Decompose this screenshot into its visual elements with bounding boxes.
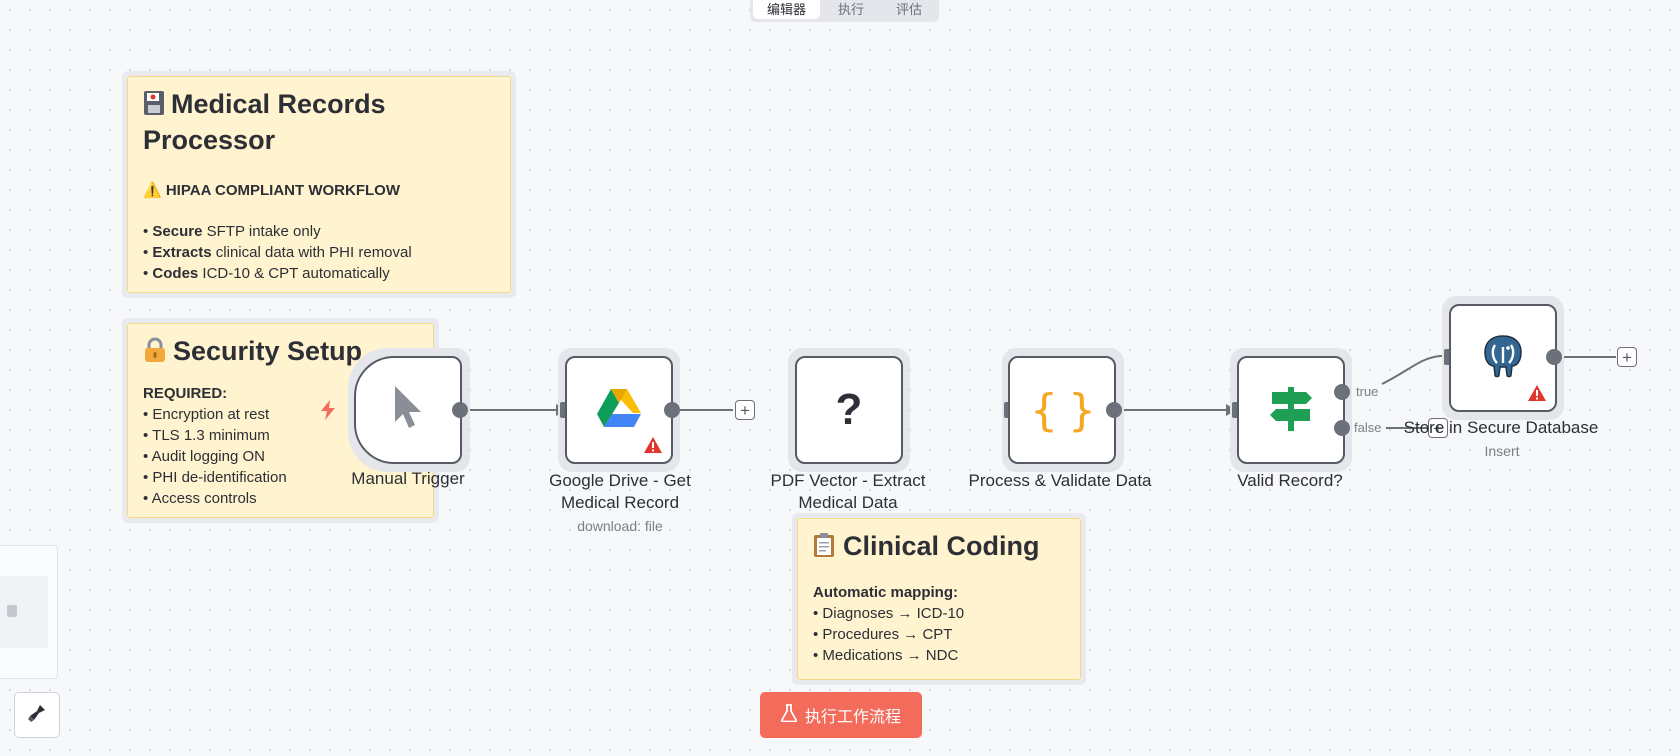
note-title: Medical Records Processor: [143, 86, 495, 158]
mapping-heading: Automatic mapping:: [813, 584, 958, 601]
left-panel-handle[interactable]: [7, 605, 17, 617]
add-node-after-gdrive-button[interactable]: +: [735, 400, 755, 420]
lock-icon: [143, 336, 167, 362]
signpost-icon: [1268, 385, 1314, 436]
node-valid-record[interactable]: [1237, 356, 1345, 464]
edge-label-false: false: [1354, 420, 1382, 435]
edge-true-postgres: [1381, 355, 1448, 385]
note-bullet: • Audit logging ON: [143, 448, 265, 465]
node-label-store-database: Store in Secure Database: [1403, 418, 1599, 437]
gdrive-output-port[interactable]: [664, 402, 680, 418]
postgres-input-port[interactable]: [1444, 349, 1452, 365]
warning-icon: [643, 436, 663, 454]
add-node-after-postgres-button[interactable]: +: [1617, 347, 1637, 367]
postgres-output-port[interactable]: [1546, 349, 1562, 365]
note-body: ⚠️ HIPAA COMPLIANT WORKFLOW • Secure SFT…: [143, 180, 495, 284]
node-subtitle-google-drive: download: file: [577, 518, 663, 534]
note-bullet: • Secure SFTP intake only: [143, 223, 321, 240]
hipaa-warning: ⚠️ HIPAA COMPLIANT WORKFLOW: [143, 182, 400, 199]
flask-icon: [780, 703, 798, 727]
node-label-process-validate: Process & Validate Data: [968, 471, 1152, 490]
note-bullet: • Encryption at rest: [143, 406, 270, 423]
sticky-note-medical-records[interactable]: Medical Records Processor ⚠️ HIPAA COMPL…: [122, 71, 516, 298]
node-label-valid-record: Valid Record?: [1237, 471, 1343, 490]
google-drive-icon: [596, 388, 642, 433]
tab-editor[interactable]: 编辑器: [753, 0, 821, 19]
if-input-port[interactable]: [1232, 402, 1240, 418]
note-bullet: • PHI de-identification: [143, 469, 287, 486]
edge-label-true: true: [1356, 384, 1379, 399]
trigger-output-port[interactable]: [452, 402, 468, 418]
postgres-elephant-icon: [1481, 333, 1525, 384]
node-label-pdf-vector: PDF Vector - Extract Medical Data: [770, 471, 926, 512]
clipboard-icon: [813, 531, 835, 557]
node-label-google-drive: Google Drive - Get Medical Record: [549, 471, 691, 512]
required-heading: REQUIRED:: [143, 385, 228, 402]
note-bullet: • Procedures → CPT: [813, 626, 953, 643]
code-braces-icon: { }: [1030, 384, 1096, 436]
execute-workflow-label: 执行工作流程: [804, 709, 901, 726]
note-title: Clinical Coding: [813, 528, 1065, 564]
note-bullet: • Extracts clinical data with PHI remova…: [143, 244, 412, 261]
code-output-port[interactable]: [1106, 402, 1122, 418]
if-true-port[interactable]: [1334, 384, 1350, 400]
if-false-port[interactable]: [1334, 420, 1350, 436]
node-pdf-vector[interactable]: ?: [795, 356, 903, 464]
note-bullet: • TLS 1.3 minimum: [143, 427, 270, 444]
warning-icon: [1527, 384, 1547, 402]
note-body: Automatic mapping: • Diagnoses → ICD-10 …: [813, 582, 1065, 666]
add-node-after-false-button[interactable]: +: [1428, 418, 1448, 438]
gdrive-input-port[interactable]: [560, 402, 568, 418]
note-body: REQUIRED: • Encryption at rest • TLS 1.3…: [143, 383, 418, 509]
left-side-panel: [0, 545, 58, 679]
node-process-validate[interactable]: { }: [1008, 356, 1116, 464]
sticky-note-clinical-coding[interactable]: Clinical Coding Automatic mapping: • Dia…: [792, 513, 1086, 685]
cursor-icon: [391, 384, 425, 437]
note-title-text: Clinical Coding: [843, 531, 1040, 561]
trigger-bolt-icon: [320, 400, 336, 425]
node-google-drive[interactable]: [565, 356, 673, 464]
note-title-text: Security Setup: [173, 336, 363, 366]
note-bullet: • Diagnoses → ICD-10: [813, 605, 965, 622]
broom-icon: [27, 703, 47, 728]
note-title-text: Medical Records Processor: [143, 89, 386, 155]
tab-evaluations[interactable]: 评估: [896, 2, 923, 17]
node-subtitle-store-database: Insert: [1484, 443, 1520, 459]
note-bullet: • Access controls: [143, 490, 257, 507]
floppy-disk-icon: [143, 89, 165, 115]
node-manual-trigger[interactable]: [354, 356, 462, 464]
note-bullet: • Medications → NDC: [813, 647, 959, 664]
tab-executions[interactable]: 执行: [838, 2, 865, 17]
node-label-manual-trigger: Manual Trigger: [351, 469, 465, 488]
execute-workflow-button[interactable]: 执行工作流程: [760, 692, 922, 738]
note-title: Security Setup: [143, 333, 418, 369]
node-store-database[interactable]: [1449, 304, 1557, 412]
tidy-up-button[interactable]: [14, 692, 60, 738]
question-icon: ?: [835, 385, 863, 434]
note-bullet: • Codes ICD-10 & CPT automatically: [143, 265, 390, 282]
view-tabs: 编辑器 执行 评估: [750, 0, 940, 22]
